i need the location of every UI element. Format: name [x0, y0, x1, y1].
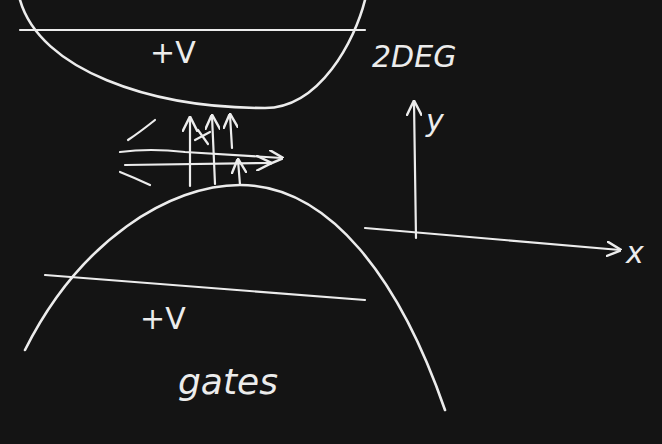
gate-bar	[20, 29, 365, 31]
current-arrow	[125, 163, 270, 165]
axis-label: x	[626, 236, 644, 269]
gate-electrode: +V	[0, 170, 460, 444]
gate-voltage: +V	[140, 302, 186, 335]
gate-outline	[0, 170, 460, 444]
current-arrow	[120, 150, 282, 158]
field-arrow	[238, 160, 240, 185]
gate-voltage: +V	[150, 36, 196, 69]
gate-electrode: +V	[0, 0, 380, 120]
x-axis	[365, 228, 620, 250]
gates-label: gates	[178, 362, 278, 402]
field-arrow	[230, 115, 232, 148]
gate-bar	[45, 275, 365, 300]
y-axis	[414, 102, 416, 238]
axis-label: y	[426, 104, 444, 137]
system-label: 2DEG	[372, 40, 456, 73]
field-arrow	[189, 118, 191, 186]
field-arrow	[212, 116, 215, 184]
scribble	[120, 120, 210, 185]
gate-edge	[25, 185, 445, 410]
gate-edge	[20, 0, 365, 108]
